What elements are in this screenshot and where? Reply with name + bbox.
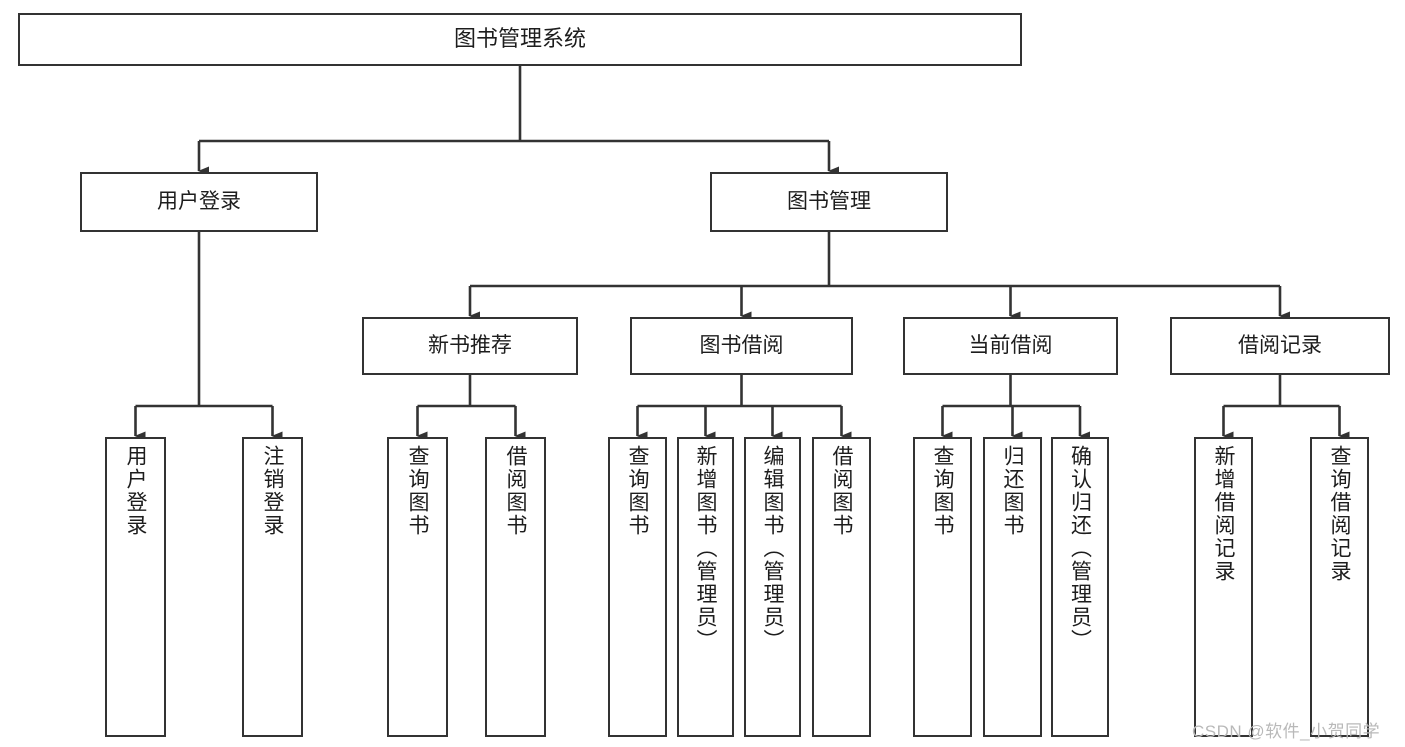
node-label: 新书推荐 bbox=[428, 334, 512, 358]
node-label: 查询图书 bbox=[931, 445, 954, 537]
node-label: 查询图书 bbox=[406, 445, 429, 537]
node-label: 当前借阅 bbox=[968, 334, 1053, 358]
node-label: 借阅图书 bbox=[830, 445, 853, 537]
node-label: 注销登录 bbox=[261, 445, 284, 537]
node-label: 确认归还（管理员） bbox=[1068, 445, 1092, 652]
node-label: 查询图书 bbox=[626, 445, 649, 537]
leaf-node-leaf-add-book-admin[interactable]: 新增图书（管理员） bbox=[677, 437, 734, 737]
root-node-root[interactable]: 图书管理系统 bbox=[18, 13, 1022, 66]
leaf-node-leaf-return-book[interactable]: 归还图书 bbox=[983, 437, 1042, 737]
node-label: 归还图书 bbox=[1001, 445, 1024, 537]
node-label: 借阅图书 bbox=[504, 445, 527, 537]
leaf-node-leaf-user-login[interactable]: 用户登录 bbox=[105, 437, 166, 737]
leaf-node-leaf-user-logout[interactable]: 注销登录 bbox=[242, 437, 303, 737]
leaf-node-leaf-edit-book-admin[interactable]: 编辑图书（管理员） bbox=[744, 437, 801, 737]
leaf-node-leaf-add-borrow-record[interactable]: 新增借阅记录 bbox=[1194, 437, 1253, 737]
node-label: 图书管理系统 bbox=[453, 26, 586, 52]
leaf-node-leaf-query-book-borrow[interactable]: 查询图书 bbox=[608, 437, 667, 737]
leaf-node-leaf-query-book-current[interactable]: 查询图书 bbox=[913, 437, 972, 737]
branch-node-book-manage[interactable]: 图书管理 bbox=[710, 172, 948, 232]
node-label: 借阅记录 bbox=[1238, 334, 1322, 358]
node-label: 用户登录 bbox=[157, 190, 241, 214]
leaf-node-leaf-query-book-recommend[interactable]: 查询图书 bbox=[387, 437, 448, 737]
branch-node-current-borrow[interactable]: 当前借阅 bbox=[903, 317, 1118, 375]
branch-node-book-borrow[interactable]: 图书借阅 bbox=[630, 317, 853, 375]
branch-node-new-book-recommend[interactable]: 新书推荐 bbox=[362, 317, 578, 375]
node-label: 用户登录 bbox=[124, 445, 147, 537]
leaf-node-leaf-borrow-book-recommend[interactable]: 借阅图书 bbox=[485, 437, 546, 737]
branch-node-borrow-record[interactable]: 借阅记录 bbox=[1170, 317, 1390, 375]
node-label: 编辑图书（管理员） bbox=[761, 445, 784, 652]
node-label: 查询借阅记录 bbox=[1328, 445, 1351, 583]
node-label: 图书管理 bbox=[787, 190, 871, 214]
leaf-node-leaf-confirm-return-admin[interactable]: 确认归还（管理员） bbox=[1051, 437, 1109, 737]
node-label: 图书借阅 bbox=[699, 334, 784, 358]
csdn-watermark: CSDN @软件_小贺同学 bbox=[1192, 722, 1381, 741]
node-label: 新增借阅记录 bbox=[1212, 445, 1235, 583]
branch-node-user-login[interactable]: 用户登录 bbox=[80, 172, 318, 232]
leaf-node-leaf-borrow-book[interactable]: 借阅图书 bbox=[812, 437, 871, 737]
leaf-node-leaf-query-borrow-record[interactable]: 查询借阅记录 bbox=[1310, 437, 1369, 737]
node-label: 新增图书（管理员） bbox=[694, 445, 717, 652]
